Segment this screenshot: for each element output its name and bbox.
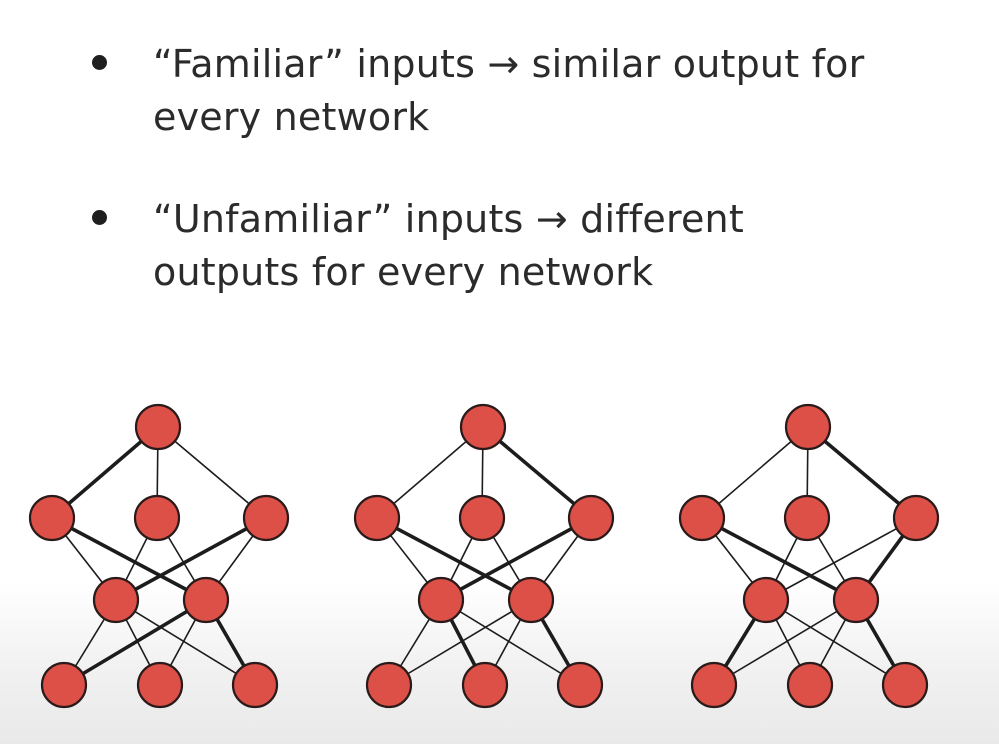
network-node	[832, 576, 880, 624]
bullet-line: every network	[153, 95, 430, 139]
bullet-dot-icon	[92, 55, 107, 70]
bullet-line: “Unfamiliar” inputs → different	[153, 197, 744, 241]
network-node	[459, 403, 507, 451]
network-2	[353, 403, 615, 709]
network-node	[678, 494, 726, 542]
network-node	[458, 494, 506, 542]
network-edge	[114, 516, 268, 602]
network-node	[881, 661, 929, 709]
network-node	[353, 494, 401, 542]
network-edge	[388, 599, 532, 686]
bullet-unfamiliar: “Unfamiliar” inputs → different outputs …	[92, 193, 953, 299]
network-node	[136, 661, 184, 709]
network-edge	[701, 426, 809, 519]
network-edge	[440, 599, 581, 686]
network-edge	[375, 516, 533, 602]
network-edge	[115, 599, 256, 686]
network-edge	[50, 516, 208, 602]
network-node	[417, 576, 465, 624]
network-node	[133, 494, 181, 542]
network-edge	[765, 517, 917, 601]
network-node	[242, 494, 290, 542]
network-edge	[700, 516, 858, 602]
network-node	[783, 494, 831, 542]
bullet-line: “Familiar” inputs → similar output for	[153, 42, 865, 86]
network-node	[690, 661, 738, 709]
network-node	[28, 494, 76, 542]
network-node	[742, 576, 790, 624]
network-edge	[50, 425, 160, 520]
network-1	[28, 403, 290, 709]
network-node	[182, 576, 230, 624]
network-edge	[157, 426, 267, 519]
network-node	[40, 661, 88, 709]
network-edge	[376, 426, 484, 519]
network-node	[507, 576, 555, 624]
network-node	[556, 661, 604, 709]
network-node	[92, 576, 140, 624]
network-edge	[481, 425, 593, 520]
bullet-familiar: “Familiar” inputs → similar output for e…	[92, 38, 953, 144]
network-3	[678, 403, 940, 709]
network-node	[365, 661, 413, 709]
network-edge	[713, 599, 857, 686]
network-node	[786, 661, 834, 709]
network-edge	[62, 598, 208, 687]
network-edge	[439, 516, 593, 602]
network-node	[567, 494, 615, 542]
network-edge	[806, 425, 918, 520]
network-edge	[765, 599, 906, 686]
network-node	[892, 494, 940, 542]
network-node	[134, 403, 182, 451]
network-node	[461, 661, 509, 709]
bullet-list: “Familiar” inputs → similar output for e…	[0, 0, 999, 330]
network-node	[231, 661, 279, 709]
bullet-line: outputs for every network	[153, 250, 654, 294]
network-node	[784, 403, 832, 451]
bullet-dot-icon	[92, 210, 107, 225]
